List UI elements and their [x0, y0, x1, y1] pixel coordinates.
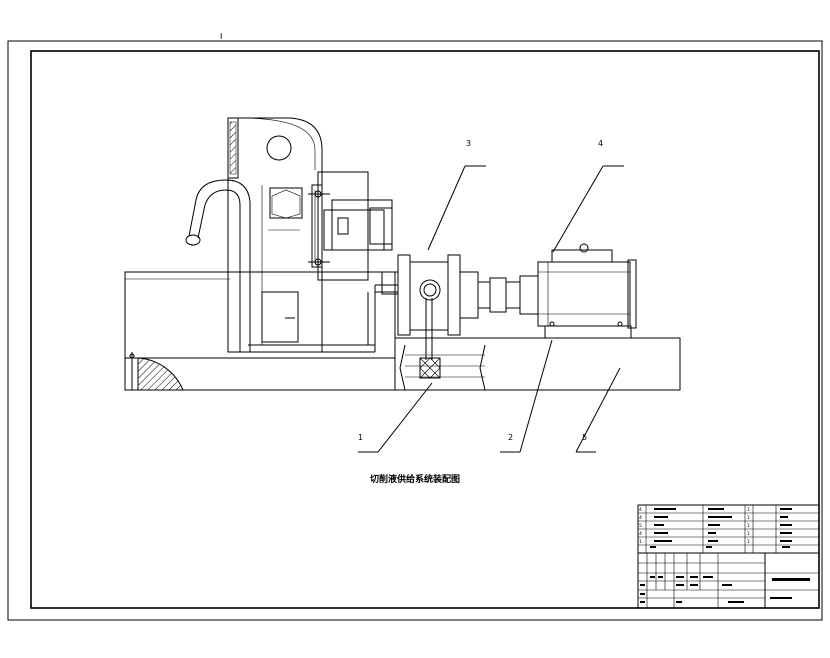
part-number-4: 4 — [598, 139, 603, 148]
electric-motor — [537, 243, 637, 339]
tb-row-3-no: 5 — [639, 523, 642, 529]
top-mark: I — [220, 32, 222, 41]
return-pipe — [185, 179, 251, 352]
leader-lines — [358, 165, 624, 453]
shaft-coupling — [477, 275, 539, 315]
part-number-2: 2 — [508, 433, 513, 442]
assembly-view: 1 2 3 4 5 — [124, 117, 681, 453]
part-number-5: 5 — [582, 433, 587, 442]
outer-border — [7, 40, 823, 621]
tb-row-2-qty: 1 — [747, 515, 750, 521]
tb-row-1-qty: 1 — [747, 507, 750, 513]
tb-row-5-qty: 1 — [747, 539, 750, 545]
tb-row-2-no: 4 — [639, 515, 642, 521]
drawing-caption: 切削液供给系统装配图 — [370, 473, 460, 485]
tb-row-3-qty: 1 — [747, 523, 750, 529]
title-block: 4 4 5 4 1 1 1 1 1 1 — [637, 504, 820, 609]
part-number-1: 1 — [358, 433, 363, 442]
tb-row-1-no: 4 — [639, 507, 642, 513]
coolant-pump — [367, 254, 479, 360]
chip-separator — [227, 117, 393, 353]
tb-row-5-no: 1 — [639, 539, 642, 545]
coolant-tank — [124, 271, 396, 391]
inner-border — [30, 50, 820, 609]
tb-row-4-no: 4 — [639, 531, 642, 537]
tb-row-4-qty: 1 — [747, 531, 750, 537]
machine-base — [394, 337, 681, 391]
part-number-3: 3 — [466, 139, 471, 148]
